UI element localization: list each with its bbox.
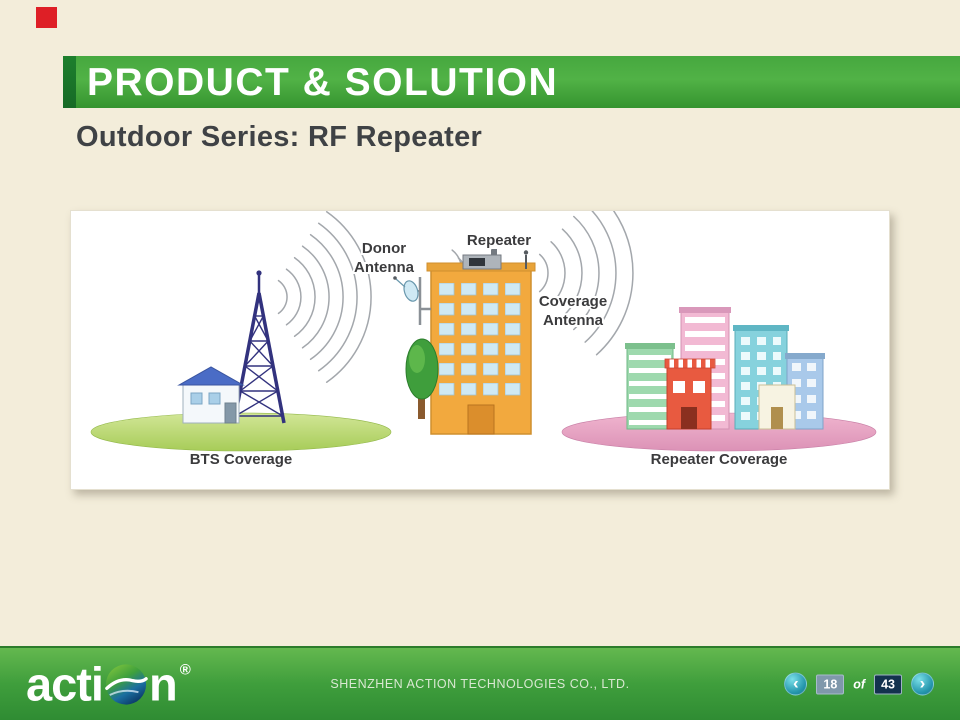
repeater-coverage-label: Repeater Coverage: [651, 451, 788, 468]
radio-waves-repeater: [538, 211, 634, 356]
page-navigation: ‹ 18 of 43 ›: [784, 672, 934, 696]
coverage-antenna: [523, 250, 529, 269]
next-page-button[interactable]: ›: [911, 672, 934, 696]
company-logo: acti n ®: [26, 661, 191, 708]
rooftop-repeater-unit: [462, 249, 502, 270]
page-separator-label: of: [853, 677, 866, 691]
diagram-panel: Donor Antenna Repeater Coverage Antenna …: [70, 210, 890, 490]
building-door: [467, 404, 495, 435]
bts-coverage-ellipse: [90, 412, 392, 452]
donor-antenna-label-line2: Antenna: [354, 259, 415, 276]
coverage-antenna-label-line2: Antenna: [543, 312, 604, 329]
donor-antenna-label-line1: Donor: [362, 240, 406, 257]
donor-antenna-dish: [393, 276, 431, 325]
prev-arrow-icon: ‹: [793, 673, 799, 693]
bts-house: [177, 366, 245, 424]
slide-subtitle: Outdoor Series: RF Repeater: [76, 121, 483, 153]
coverage-antenna-label-line1: Coverage: [539, 293, 607, 310]
rf-repeater-diagram: Donor Antenna Repeater Coverage Antenna …: [90, 211, 877, 468]
radio-waves-bts: [277, 211, 372, 383]
repeater-label: Repeater: [467, 232, 531, 249]
title-bar: PRODUCT & SOLUTION: [63, 56, 960, 108]
footer-bar: acti n ® SHENZHEN ACTION TECHNOLOGIES CO…: [0, 646, 960, 720]
tree: [405, 338, 439, 419]
red-accent-square: [36, 7, 57, 28]
repeater-building: [426, 262, 536, 435]
next-arrow-icon: ›: [919, 673, 926, 693]
logo-text-n: n: [149, 657, 178, 711]
current-page-badge: 18: [816, 674, 845, 694]
bts-coverage-label: BTS Coverage: [190, 451, 293, 468]
registered-trademark: ®: [179, 661, 191, 679]
page-title: PRODUCT & SOLUTION: [87, 60, 559, 104]
bts-tower: [232, 270, 286, 424]
building-windows: [439, 283, 524, 399]
logo-text-acti: acti: [26, 657, 104, 711]
logo-globe-icon: [105, 663, 148, 705]
city-buildings: [625, 307, 825, 430]
total-pages-badge: 43: [874, 674, 902, 694]
prev-page-button[interactable]: ‹: [784, 672, 808, 696]
